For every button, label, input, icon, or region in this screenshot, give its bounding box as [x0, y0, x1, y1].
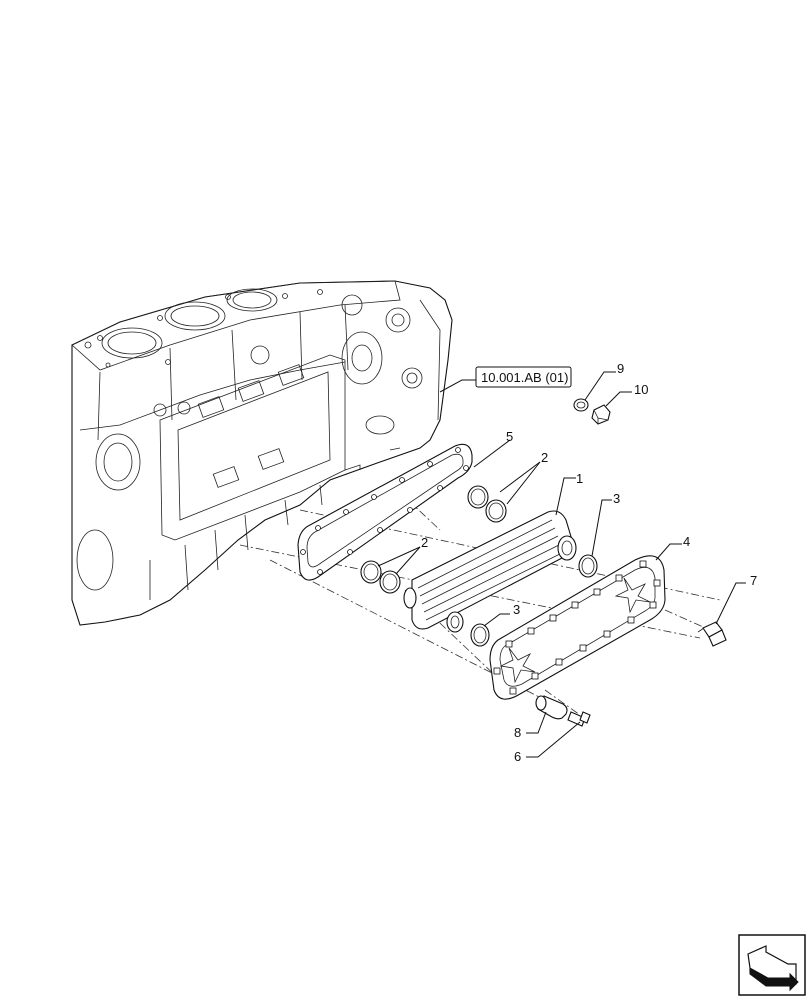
- engine-block: [71, 280, 453, 626]
- screw[interactable]: [567, 711, 591, 727]
- callout-6: 6: [514, 749, 521, 764]
- callout-10: 10: [634, 382, 648, 397]
- bolt[interactable]: [697, 621, 727, 647]
- reference-box[interactable]: [475, 366, 572, 388]
- callout-2-upper: 2: [541, 450, 548, 465]
- o-ring-left[interactable]: [470, 623, 490, 647]
- callout-8: 8: [514, 725, 521, 740]
- callout-5: 5: [506, 429, 513, 444]
- leader-lines: [377, 371, 746, 758]
- callout-3-lower: 3: [513, 602, 520, 617]
- plug[interactable]: [591, 404, 611, 425]
- callout-3-upper: 3: [613, 491, 620, 506]
- callout-7: 7: [750, 573, 757, 588]
- oil-cooler-core[interactable]: [403, 510, 577, 633]
- gasket[interactable]: [297, 443, 473, 581]
- callout-4: 4: [683, 534, 690, 549]
- dowel-pin[interactable]: [535, 695, 568, 720]
- o-ring-right[interactable]: [578, 554, 598, 578]
- reference-label: 10.001.AB (01): [481, 370, 568, 385]
- sealing-washer[interactable]: [573, 398, 589, 412]
- callout-numbers: 1 2 2 3 3 4 5 6 7 8 9 10: [421, 361, 757, 764]
- o-rings-lower[interactable]: [360, 560, 401, 594]
- callout-1: 1: [576, 471, 583, 486]
- o-rings-upper[interactable]: [467, 485, 507, 523]
- oil-cooler-cover[interactable]: [489, 555, 666, 700]
- callout-2-lower: 2: [421, 535, 428, 550]
- next-page-arrow-icon[interactable]: [738, 934, 806, 996]
- callout-9: 9: [617, 361, 624, 376]
